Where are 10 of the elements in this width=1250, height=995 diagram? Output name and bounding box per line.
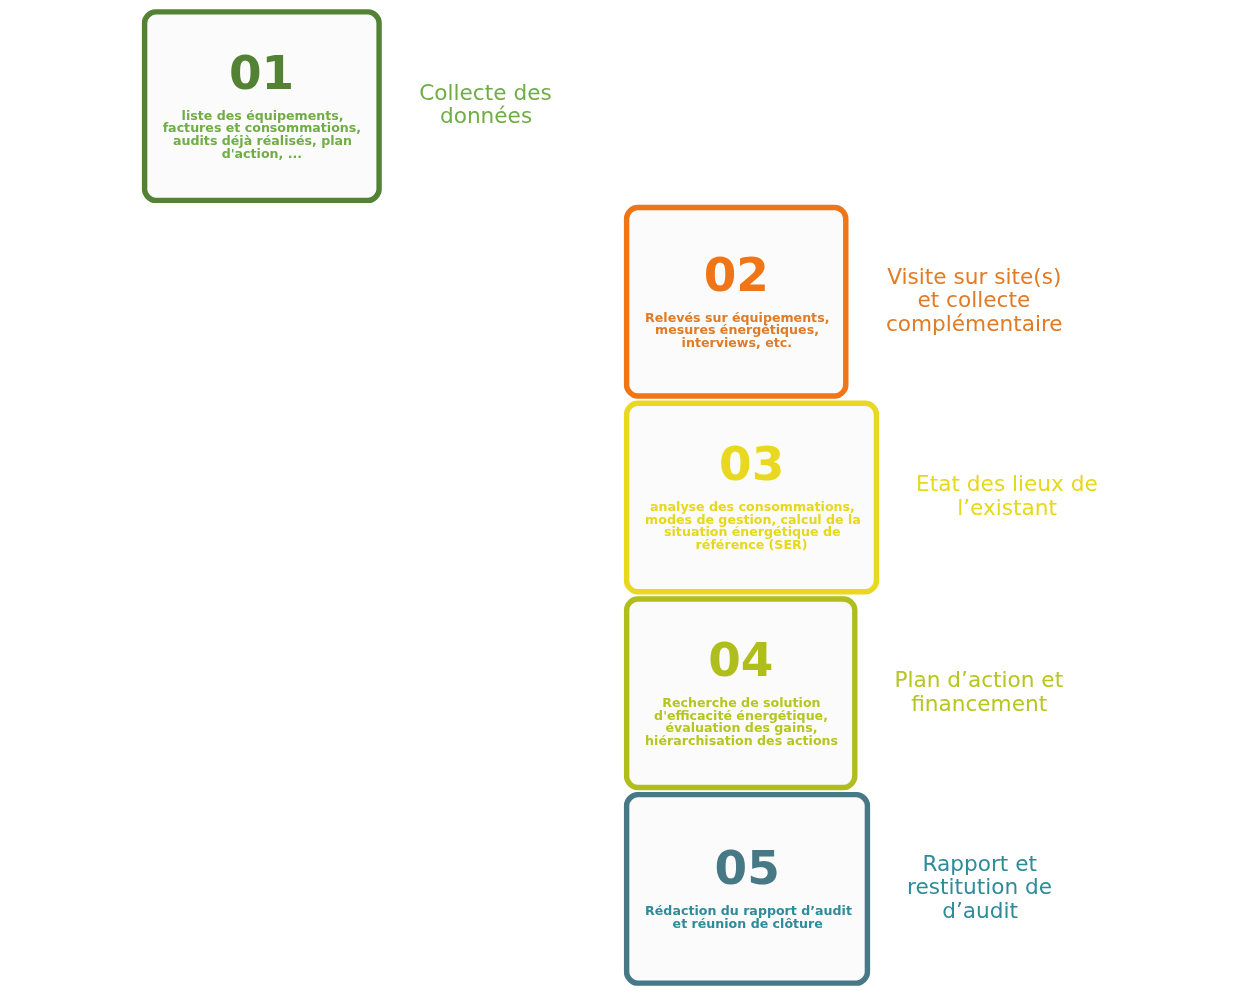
node-label: Rapport et restitution de d’audit	[906, 851, 1052, 923]
node-label: Plan d’action et financement	[893, 667, 1063, 716]
node-box: 02 Relevés sur équipements, mesures énergétiques, interviews, etc.	[623, 204, 848, 399]
node-box: 04 Recherche de solution d'efficacité énergétique, évaluation des gains, hiérarchisation des actions	[623, 596, 857, 791]
node-label: Collecte des données	[418, 79, 552, 129]
node-label: Visite sur site(s) et collecte complémentaire	[885, 263, 1063, 336]
node-label: Etat des lieux de l’existant	[915, 471, 1098, 520]
node-box: 01 liste des équipements, factures et consommations, audits déjà réalisés, plan d'action, ...	[141, 9, 382, 204]
node-box: 03 analyse des consommations, modes de gestion, calcul de la situation énergétique de référence (SER)	[623, 400, 879, 595]
node-box: 05 Rédaction du rapport d’audit et réunion de clôture	[623, 791, 870, 986]
